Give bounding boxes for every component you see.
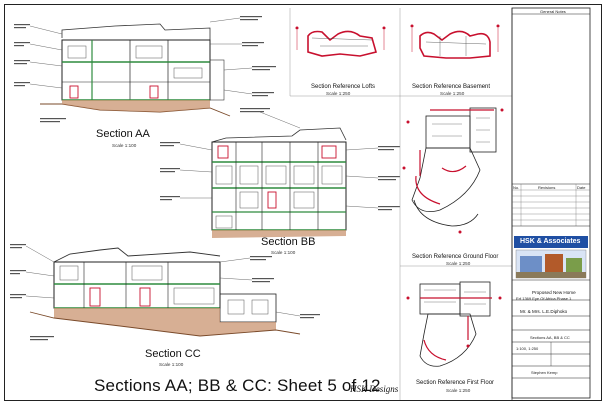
section-bb-scale: Scale 1:100 xyxy=(271,250,296,255)
section-aa-scale: Scale 1:100 xyxy=(112,143,137,148)
sheet-main-title: Sections AA; BB & CC: Sheet 5 of 12 xyxy=(94,376,381,395)
first-floor-title: Section Reference First Floor xyxy=(416,380,495,386)
drawing-name: Sections AA, BB & CC xyxy=(530,335,570,340)
company-name: HSK & Associates xyxy=(520,238,581,245)
drawing-scale: 1:100, 1:250 xyxy=(516,346,539,351)
general-notes-label: General Notes xyxy=(540,9,566,14)
section-cc-title: Section CC xyxy=(145,348,201,360)
revisions-label: Revisions xyxy=(538,185,556,190)
project-erf: Erf 1369 Eye Of Africa Phase 1 xyxy=(516,296,572,301)
lofts-scale: Scale 1:250 xyxy=(326,91,351,96)
client-name: Mr. & Mrs. L.E.Diphoko xyxy=(520,309,568,314)
section-bb-title: Section BB xyxy=(261,236,316,248)
section-cc-scale: Scale 1:100 xyxy=(159,362,184,367)
drawn-by: Stephen Kemp xyxy=(531,370,558,375)
lofts-title: Section Reference Lofts xyxy=(311,84,376,90)
ground-floor-scale: Scale 1:250 xyxy=(446,261,471,266)
revisions-no-label: No. xyxy=(513,185,520,190)
project-name: Proposed New Home xyxy=(532,290,576,295)
first-floor-scale: Scale 1:250 xyxy=(446,388,471,393)
basement-title: Section Reference Basement xyxy=(412,84,491,90)
basement-scale: Scale 1:250 xyxy=(440,91,465,96)
brand-mark: HSK Designs xyxy=(350,384,399,394)
drawing-sheet xyxy=(4,4,602,401)
ground-floor-title: Section Reference Ground Floor xyxy=(412,254,499,260)
section-aa-title: Section AA xyxy=(96,128,150,140)
revisions-date-label: Date xyxy=(577,185,586,190)
